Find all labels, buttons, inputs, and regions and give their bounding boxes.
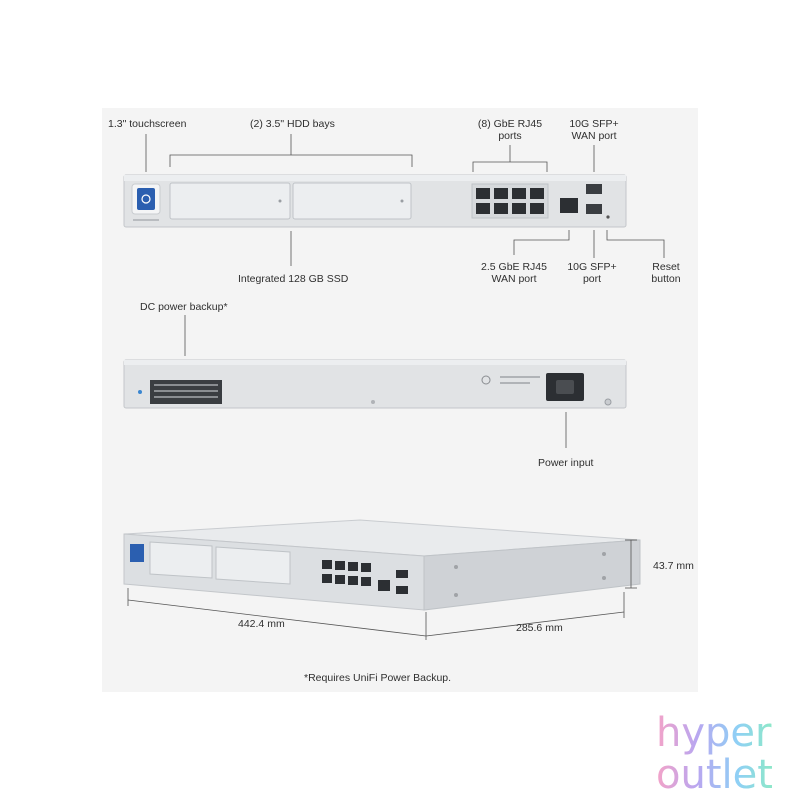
dimension-width: 442.4 mm (238, 618, 285, 630)
sfp-port (586, 204, 602, 214)
label-touchscreen: 1.3" touchscreen (108, 118, 187, 130)
hdd-bay-2 (292, 182, 412, 220)
front-view (123, 174, 627, 228)
dimension-height: 43.7 mm (653, 560, 694, 572)
label-hdd-bays: (2) 3.5" HDD bays (250, 118, 335, 130)
label-dc-backup: DC power backup* (140, 301, 228, 313)
logo-line-2: outlet (656, 752, 773, 796)
front-top-edge (124, 175, 626, 181)
label-power-input: Power input (538, 457, 594, 469)
gbe-port-block (471, 183, 549, 219)
dimension-lines (127, 539, 637, 640)
label-ssd: Integrated 128 GB SSD (238, 273, 349, 285)
dimension-depth: 285.6 mm (516, 622, 563, 634)
rear-view (123, 359, 627, 409)
label-sfp-port: 10G SFP+port (567, 261, 617, 285)
front-callout-lines (145, 134, 665, 266)
hdd-bay-1 (169, 182, 291, 220)
rj45-wan-port (560, 198, 578, 213)
side-face (423, 539, 641, 611)
logo-line-1: hyper (656, 710, 772, 756)
touchscreen-icon (137, 188, 155, 210)
rear-callout-lines (184, 315, 567, 448)
label-sfp-wan: 10G SFP+WAN port (569, 118, 619, 142)
footnote: *Requires UniFi Power Backup. (304, 672, 452, 684)
hyper-outlet-logo: hyper outlet (656, 710, 773, 796)
perspective-view (123, 519, 641, 611)
sfp-wan-port (586, 184, 602, 194)
